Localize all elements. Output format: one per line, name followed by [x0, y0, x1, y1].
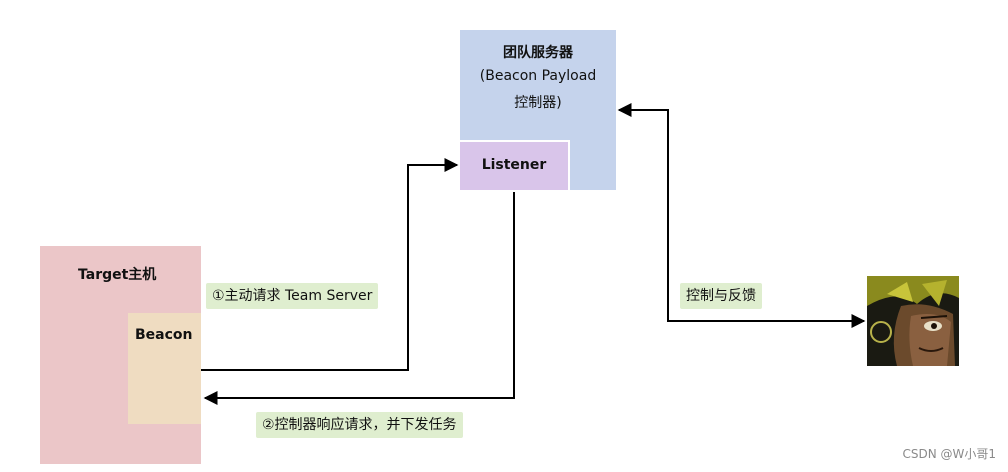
- hacker-avatar-icon: [867, 276, 959, 366]
- listener-box: Listener: [460, 140, 570, 190]
- team-server-title: 团队服务器: [503, 45, 573, 61]
- beacon-box: Beacon: [128, 313, 201, 424]
- watermark: CSDN @W小哥1: [902, 447, 996, 461]
- control-note: 控制与反馈: [680, 283, 762, 309]
- control-arrow: [617, 103, 866, 328]
- team-server-subtitle-line2: 控制器): [514, 95, 562, 111]
- response-note: ②控制器响应请求，并下发任务: [256, 412, 463, 438]
- target-host-title: Target主机: [78, 267, 157, 283]
- listener-label: Listener: [481, 157, 547, 173]
- request-note: ①主动请求 Team Server: [206, 283, 379, 309]
- response-arrow: [203, 192, 515, 405]
- beacon-label: Beacon: [135, 327, 193, 343]
- team-server-subtitle-line1: (Beacon Payload: [479, 68, 597, 84]
- request-arrow: [201, 158, 459, 371]
